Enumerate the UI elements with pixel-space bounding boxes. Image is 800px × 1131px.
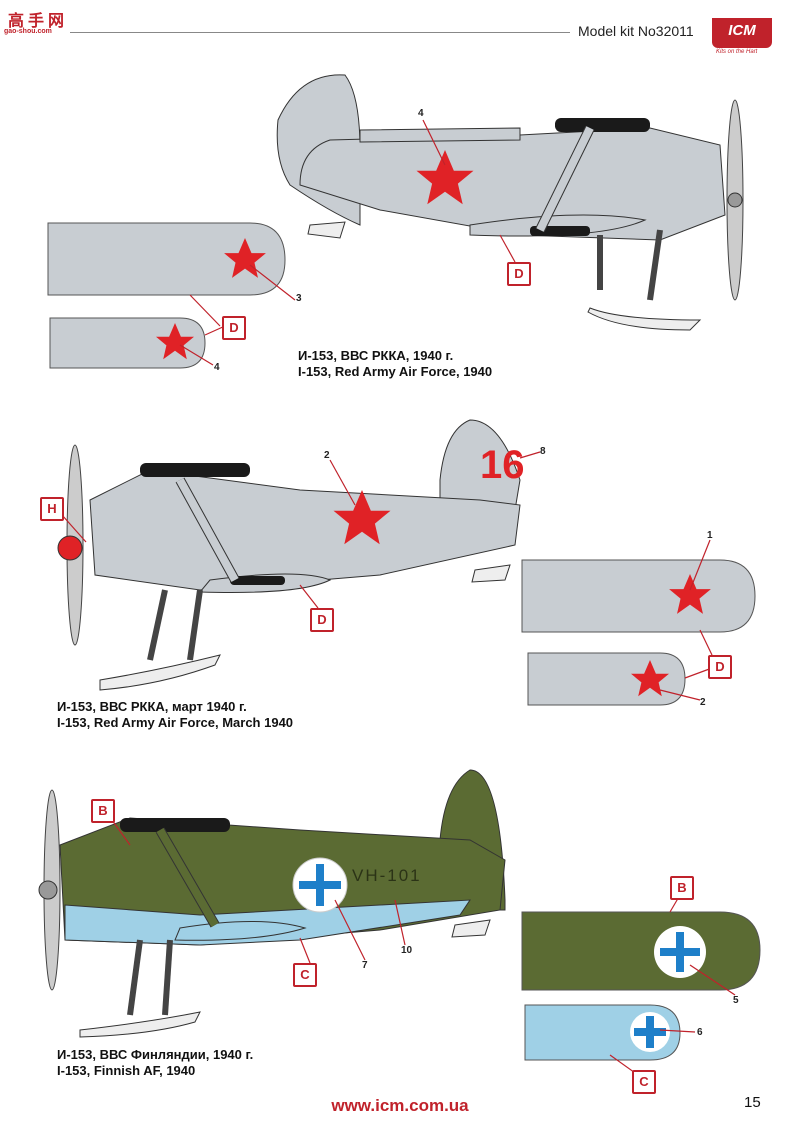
marking-number: 4 — [214, 362, 220, 373]
marking-number: 2 — [700, 697, 706, 708]
paint-tag-c: C — [632, 1070, 656, 1094]
profile-1-upper-wing — [47, 222, 286, 296]
paint-tag-d: D — [310, 608, 334, 632]
profile-1-lower-wing — [49, 317, 206, 369]
profile-1-side-view — [276, 74, 744, 331]
marking-number: 4 — [418, 108, 424, 119]
paint-tag-b: B — [91, 799, 115, 823]
page-number: 15 — [744, 1094, 761, 1111]
marking-number: 1 — [707, 530, 713, 541]
caption-ru: И-153, ВВС РККА, 1940 г. — [298, 348, 454, 363]
marking-number: 10 — [401, 945, 413, 956]
profile-3-lower-wing — [524, 1004, 681, 1061]
website-link[interactable]: www.icm.com.ua — [331, 1096, 469, 1115]
fuselage-code: VH-101 — [352, 866, 422, 885]
marking-number: 2 — [324, 450, 330, 461]
paint-tag-d: D — [507, 262, 531, 286]
marking-number: 8 — [540, 446, 546, 457]
paint-tag-c: C — [293, 963, 317, 987]
profile-3-side-view — [38, 769, 506, 1038]
paint-tag-b: B — [670, 876, 694, 900]
brand-logo: ICM — [712, 18, 772, 48]
caption-ru: И-153, ВВС Финляндии, 1940 г. — [57, 1047, 254, 1062]
profile-2-upper-wing — [521, 559, 756, 633]
profile-2-side-view — [57, 419, 521, 691]
tail-number: 16 — [480, 443, 525, 487]
paint-tag-d: D — [708, 655, 732, 679]
marking-number: 3 — [296, 293, 302, 304]
profile-2-lower-wing — [527, 652, 686, 706]
marking-number: 6 — [697, 1027, 703, 1038]
paint-tag-d: D — [222, 316, 246, 340]
caption-en: I-153, Red Army Air Force, March 1940 — [57, 715, 294, 730]
caption-ru: И-153, ВВС РККА, март 1940 г. — [57, 699, 247, 714]
kit-number: Model kit No32011 — [578, 23, 694, 39]
paint-tag-h: H — [40, 497, 64, 521]
watermark-subtext: gao-shou.com — [4, 28, 52, 35]
caption-en: I-153, Finnish AF, 1940 — [57, 1063, 196, 1078]
header-rule — [70, 32, 570, 33]
profile-3-upper-wing — [521, 911, 761, 991]
brand-tagline: Kits on the Hart — [716, 49, 758, 55]
marking-number: 7 — [362, 960, 368, 971]
watermark-text: 高手网 — [8, 13, 69, 30]
caption-en: I-153, Red Army Air Force, 1940 — [298, 364, 493, 379]
marking-number: 5 — [733, 995, 739, 1006]
leader-lines — [61, 119, 736, 1076]
